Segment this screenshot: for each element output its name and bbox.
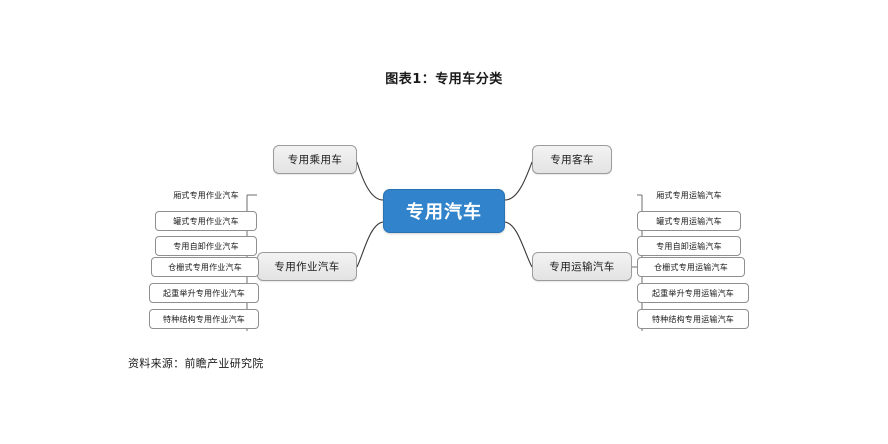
page-title: 图表1：专用车分类 (385, 72, 503, 87)
leaf-node[interactable]: 厢式专用作业汽车 (173, 190, 239, 200)
node-branch-transport-vehicle[interactable]: 专用运输汽车 (532, 252, 632, 281)
leaf-node[interactable]: 仓栅式专用作业汽车 (151, 257, 259, 277)
leaf-node[interactable]: 特种结构专用作业汽车 (149, 309, 259, 329)
node-branch-bus[interactable]: 专用客车 (532, 145, 612, 174)
leaf-node[interactable]: 厢式专用运输汽车 (656, 190, 722, 200)
leaf-node[interactable]: 专用自卸作业汽车 (155, 236, 257, 256)
node-root[interactable]: 专用汽车 (383, 189, 505, 233)
leaf-node[interactable]: 罐式专用运输汽车 (637, 211, 741, 231)
node-branch-work-vehicle[interactable]: 专用作业汽车 (257, 252, 357, 281)
node-branch-passenger[interactable]: 专用乘用车 (273, 145, 357, 174)
mindmap-diagram: 专用汽车 专用乘用车 专用客车 专用作业汽车 专用运输汽车 厢式专用作业汽车 罐… (0, 100, 888, 340)
leaf-node[interactable]: 起重举升专用作业汽车 (149, 283, 259, 303)
leaf-node[interactable]: 仓栅式专用运输汽车 (637, 257, 745, 277)
source-note: 资料来源：前瞻产业研究院 (128, 357, 264, 370)
leaf-node[interactable]: 起重举升专用运输汽车 (637, 283, 749, 303)
leaf-node[interactable]: 专用自卸运输汽车 (637, 236, 741, 256)
leaf-node[interactable]: 特种结构专用运输汽车 (637, 309, 749, 329)
leaf-node[interactable]: 罐式专用作业汽车 (155, 211, 257, 231)
